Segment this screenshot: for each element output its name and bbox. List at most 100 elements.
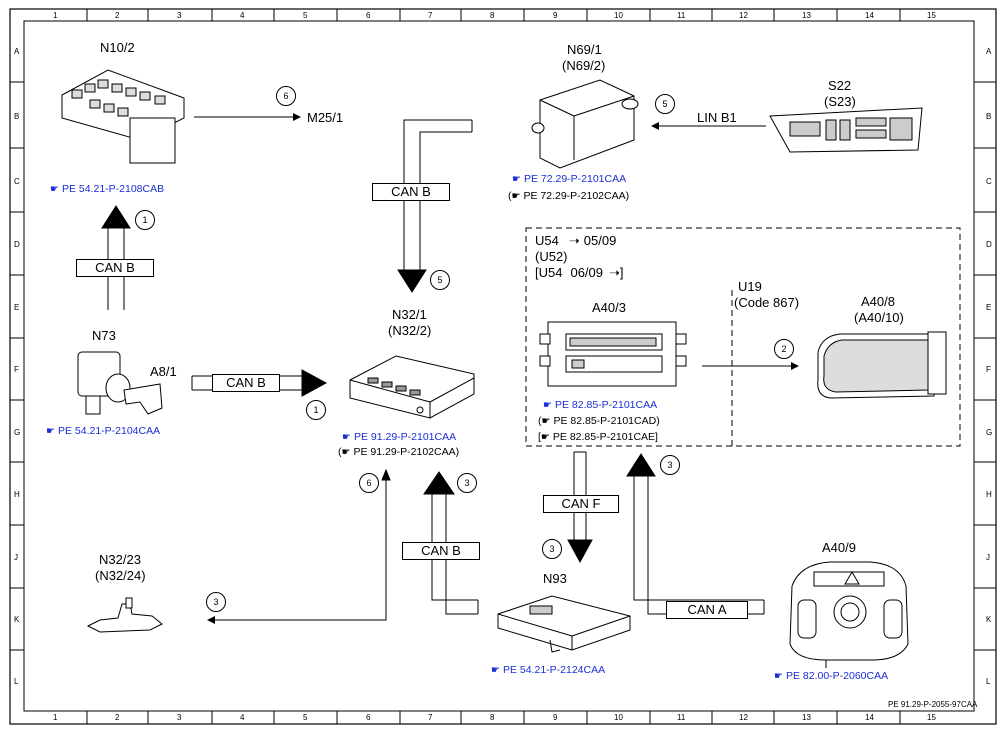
can-b-label-a81: CAN B [212, 374, 280, 392]
pointing-hand-icon: ☛ [541, 416, 551, 427]
grid-col: 6 [366, 11, 371, 20]
lin-b1-label: LIN B1 [697, 110, 737, 125]
grid-row: C [14, 177, 20, 186]
m25-1-label: M25/1 [307, 110, 344, 125]
can-f-label: CAN F [543, 495, 619, 513]
grid-row: B [14, 112, 20, 121]
grid-col: 8 [490, 713, 495, 722]
grid-row: H [986, 490, 992, 499]
can-a-link-a409-a403 [626, 453, 765, 615]
a40-3-unit-drawing [539, 321, 687, 387]
grid-row: A [986, 47, 992, 56]
n32-1-module-drawing [349, 355, 475, 419]
grid-row: J [986, 553, 990, 562]
can-b-label-n93: CAN B [402, 542, 480, 560]
n32-2-ref-link[interactable]: (☛PE 91.29-P-2102CAA) [338, 446, 460, 458]
n32-23-alt-label: (N32/24) [95, 568, 146, 583]
pointing-hand-icon: ☛ [491, 665, 500, 676]
n93-label: N93 [543, 571, 567, 586]
s22-switch-drawing [769, 107, 923, 153]
marker-1-a81: 1 [306, 400, 326, 420]
marker-6-n10: 6 [276, 86, 296, 106]
can-b-link-n73-n10 [101, 205, 131, 310]
a40-8-display-drawing [817, 331, 947, 399]
can-b-link-n93-n32 [423, 471, 479, 615]
grid-col: 6 [366, 713, 371, 722]
a40-3-ref3-link[interactable]: [☛PE 82.85-P-2101CAE] [538, 431, 658, 443]
grid-row: L [986, 677, 991, 686]
grid-row: G [14, 428, 21, 437]
n93-ref-link[interactable]: ☛PE 54.21-P-2124CAA [491, 664, 606, 676]
a40-9-unit-drawing [789, 561, 909, 668]
grid-col: 5 [303, 713, 308, 722]
marker-1-n73: 1 [135, 210, 155, 230]
grid-col: 10 [614, 11, 623, 20]
marker-3-n32-23: 3 [206, 592, 226, 612]
n32-23-label: N32/23 [99, 552, 141, 567]
grid-col: 3 [177, 713, 182, 722]
marker-6-n32-23: 6 [359, 473, 379, 493]
marker-3-n93-up: 3 [457, 473, 477, 493]
grid-ticks [10, 9, 996, 724]
grid-col: 8 [490, 11, 495, 20]
u52-label: (U52) [535, 249, 568, 264]
pointing-hand-icon: ☛ [341, 447, 351, 458]
grid-row: A [14, 47, 20, 56]
n10-2-label: N10/2 [100, 40, 135, 55]
n32-23-module-drawing [86, 597, 163, 633]
grid-col: 14 [865, 11, 874, 20]
n69-2-ref-link[interactable]: (☛PE 72.29-P-2102CAA) [508, 190, 630, 202]
marker-2-a408: 2 [774, 339, 794, 359]
n73-ref-link[interactable]: ☛PE 54.21-P-2104CAA [46, 425, 161, 437]
pointing-hand-icon: ☛ [342, 432, 351, 443]
n32-1-alt-label: (N32/2) [388, 323, 432, 338]
can-b-label-n69: CAN B [372, 183, 450, 201]
s22-label: S22 [828, 78, 852, 93]
n32-1-ref-link[interactable]: ☛PE 91.29-P-2101CAA [342, 431, 457, 443]
n10-2-ref-link[interactable]: ☛PE 54.21-P-2108CAB [50, 183, 165, 195]
pointing-hand-icon: ☛ [540, 432, 550, 443]
n69-1-module-drawing [531, 79, 639, 169]
n93-module-drawing [497, 595, 631, 653]
a40-8-label: A40/8 [861, 294, 895, 309]
grid-row: F [986, 365, 991, 374]
grid-col: 7 [428, 11, 433, 20]
a40-3-label: A40/3 [592, 300, 626, 315]
u19-alt-label: (Code 867) [734, 295, 800, 310]
pointing-hand-icon: ☛ [46, 426, 55, 437]
grid-col: 2 [115, 713, 120, 722]
a40-3-ref2-link[interactable]: (☛PE 82.85-P-2101CAD) [538, 415, 660, 427]
grid-col: 15 [927, 11, 936, 20]
n69-1-ref-link[interactable]: ☛PE 72.29-P-2101CAA [512, 173, 627, 185]
grid-col: 11 [677, 713, 686, 722]
grid-col: 1 [53, 11, 58, 20]
grid-row: B [986, 112, 992, 121]
grid-row: H [14, 490, 20, 499]
marker-3-a409: 3 [660, 455, 680, 475]
grid-row: L [14, 677, 19, 686]
a40-8-alt-label: (A40/10) [854, 310, 904, 325]
marker-5-lin: 5 [655, 94, 675, 114]
marker-5-n32: 5 [430, 270, 450, 290]
pointing-hand-icon: ☛ [50, 184, 59, 195]
marker-3-can-f: 3 [542, 539, 562, 559]
pointing-hand-icon: ☛ [512, 174, 521, 185]
grid-col: 2 [115, 11, 120, 20]
grid-col: 10 [614, 713, 623, 722]
can-b-link-n69-n32 [397, 119, 473, 293]
a40-3-ref-link[interactable]: ☛PE 82.85-P-2101CAA [543, 399, 658, 411]
n69-1-alt-label: (N69/2) [562, 58, 606, 73]
a40-9-label: A40/9 [822, 540, 856, 555]
pointing-hand-icon: ☛ [774, 671, 783, 682]
grid-col: 9 [553, 713, 558, 722]
grid-col: 15 [927, 713, 936, 722]
grid-row: D [14, 240, 20, 249]
a40-9-ref-link[interactable]: ☛PE 82.00-P-2060CAA [774, 670, 889, 682]
grid-col: 9 [553, 11, 558, 20]
grid-col: 14 [865, 713, 874, 722]
grid-row: D [986, 240, 992, 249]
s22-alt-label: (S23) [824, 94, 856, 109]
pointing-hand-icon: ☛ [543, 400, 552, 411]
grid-row: K [14, 615, 20, 624]
